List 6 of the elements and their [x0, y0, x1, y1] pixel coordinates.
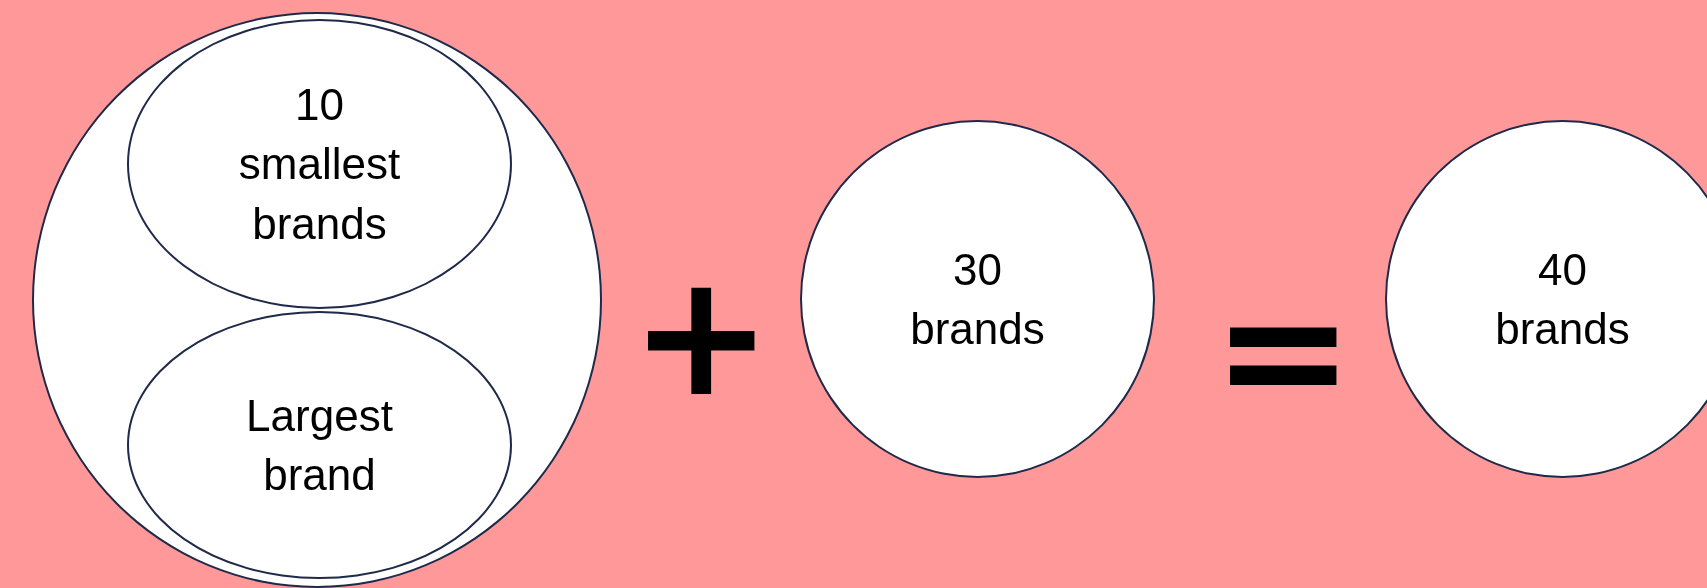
operator-sign: =	[1212, 265, 1355, 435]
node-label: 40 brands	[1494, 243, 1631, 355]
node-label: 30 brands	[909, 243, 1046, 355]
node-label: 10 smallest brands	[237, 78, 402, 250]
node-label: Largest brand	[245, 389, 394, 501]
operator-sign: +	[630, 250, 773, 420]
